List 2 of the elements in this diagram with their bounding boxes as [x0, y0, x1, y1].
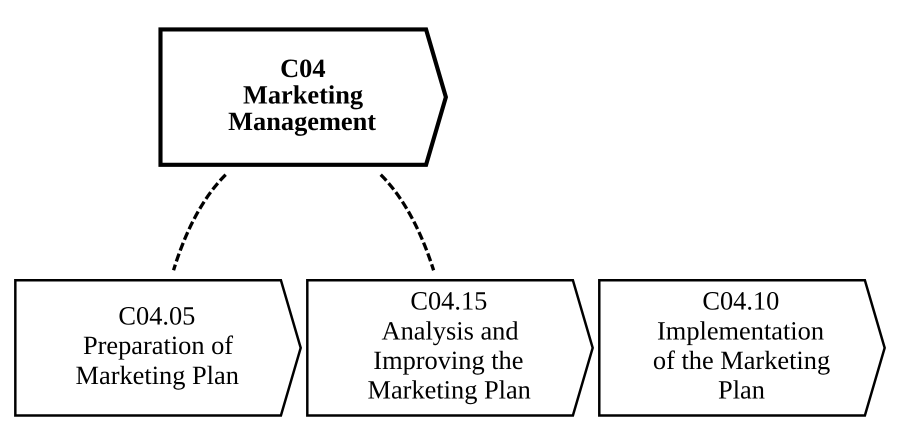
- connector: [172, 174, 227, 271]
- connector: [380, 174, 436, 271]
